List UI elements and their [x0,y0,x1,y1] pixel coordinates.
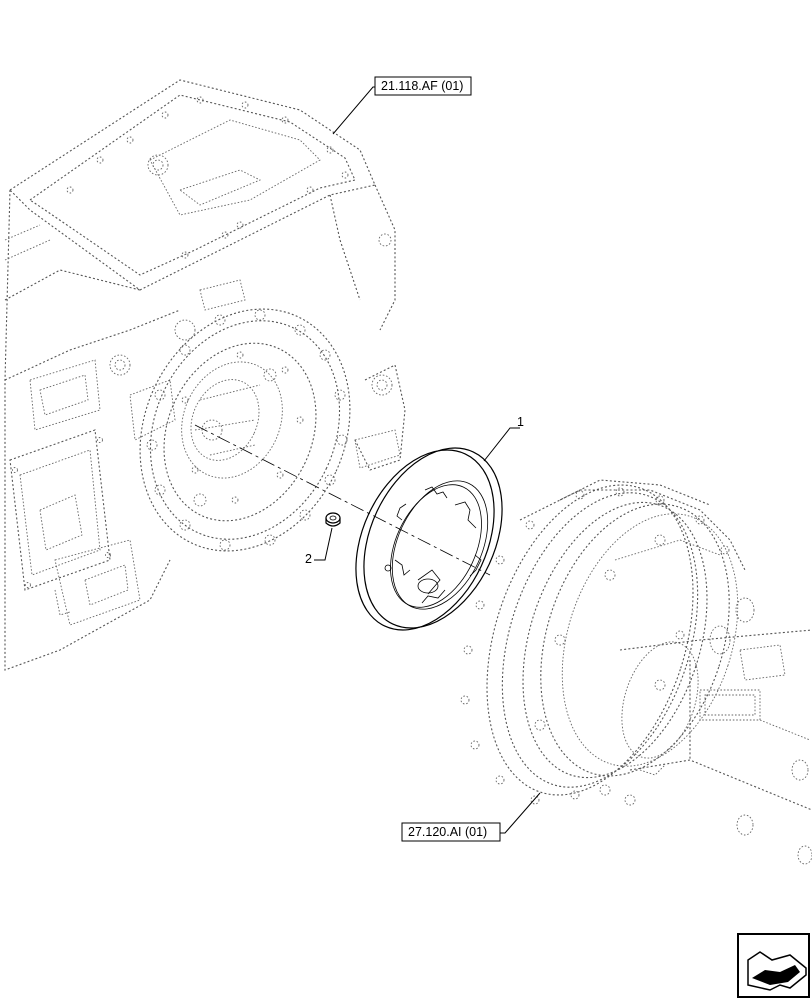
transmission-housing [4,79,406,671]
callout-part-2: 2 [305,552,312,566]
next-page-arrow-icon[interactable] [737,933,810,998]
leader-ref-bottom [500,792,541,834]
axle-housing [460,479,812,865]
nut-part [325,512,341,527]
reference-tag-top-label: 21.118.AF (01) [381,79,463,93]
center-axis-line [194,424,491,576]
reference-tag-top[interactable]: 21.118.AF (01) [374,76,472,96]
leader-ref-top [332,86,378,135]
leader-part-2 [314,527,333,561]
reference-tag-bottom-label: 27.120.AI (01) [408,825,487,839]
reference-tag-bottom[interactable]: 27.120.AI (01) [401,822,501,842]
leader-part-1 [483,427,520,462]
brake-disc-part [355,447,503,631]
callout-part-1: 1 [517,415,524,429]
